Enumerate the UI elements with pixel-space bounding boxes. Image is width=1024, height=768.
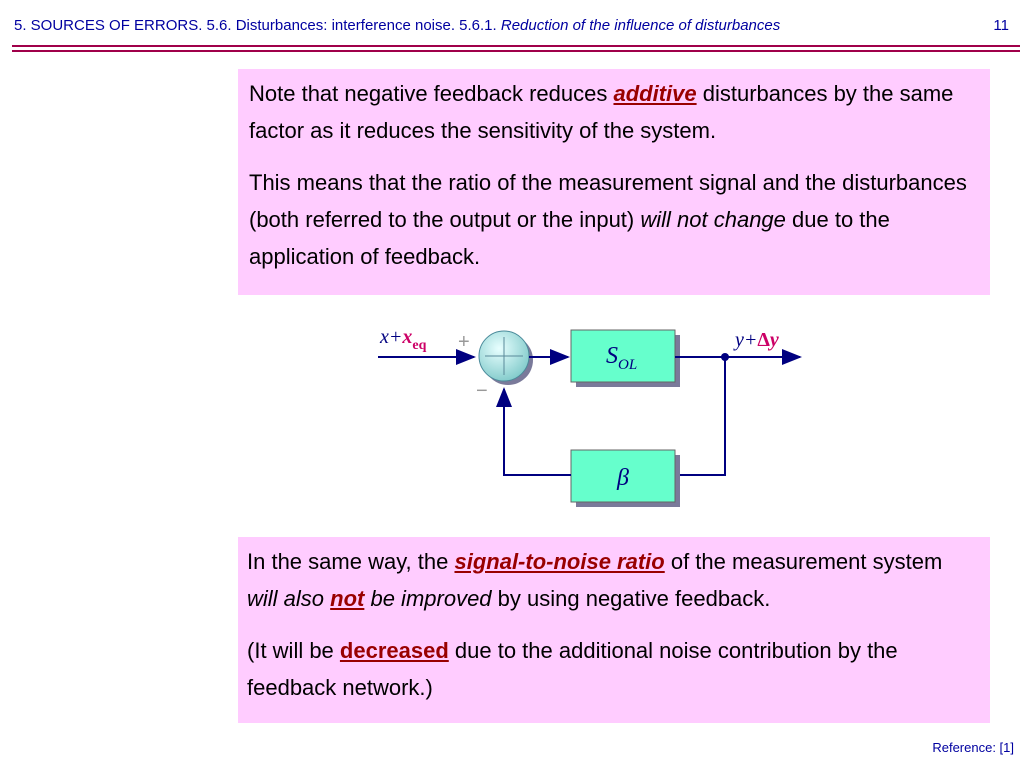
emphasis-not: not <box>330 586 365 611</box>
header-rule-top <box>12 45 1020 47</box>
input-label: x+xeq <box>379 326 427 353</box>
emphasis-additive: additive <box>613 81 697 106</box>
note-box: Note that negative feedback reduces addi… <box>238 69 990 295</box>
forward-block-label: SOL <box>606 343 637 373</box>
note-paragraph-1: Note that negative feedback reduces addi… <box>249 75 978 149</box>
feedback-block-beta <box>570 449 676 503</box>
text-run: disturbances by the same factor as it re… <box>249 81 954 143</box>
emphasis-snr: signal-to-noise ratio <box>454 549 665 574</box>
plus-sign: + <box>458 331 470 353</box>
breadcrumb: 5. SOURCES OF ERRORS. 5.6. Disturbances:… <box>14 17 501 34</box>
snr-paragraph-1: In the same way, the signal-to-noise rat… <box>247 543 978 617</box>
minus-sign: − <box>476 380 488 402</box>
emphasis-be-improved: be improved <box>364 586 492 611</box>
text-run: (It will be <box>247 638 340 663</box>
emphasis-will-also: will also <box>247 586 325 611</box>
text-run: due to the additional noise contribution… <box>247 638 898 700</box>
emphasis-decreased: decreased <box>339 638 449 663</box>
reference-note: Reference: [1] <box>932 740 1014 755</box>
text-run: by using negative feedback. <box>491 586 771 611</box>
snr-paragraph-2: (It will be decreased due to the additio… <box>247 632 978 706</box>
output-label: y+Δy <box>733 329 779 351</box>
note-paragraph-2: This means that the ratio of the measure… <box>249 164 978 275</box>
breadcrumb-current: Reduction of the influence of disturbanc… <box>500 17 781 34</box>
page-number: 11 <box>993 17 1009 34</box>
feedback-path-right <box>675 357 726 476</box>
text-run: Note that negative feedback reduces <box>249 81 614 106</box>
snr-box: In the same way, the signal-to-noise rat… <box>238 537 990 723</box>
feedback-path-left <box>496 387 571 476</box>
feedback-block-diagram: x+xeq + − SOL y+Δy β <box>378 326 802 507</box>
text-run: due to the application of feedback. <box>249 207 890 269</box>
text-run: This means that the ratio of the measure… <box>249 170 967 232</box>
header-rule-bottom <box>12 50 1020 52</box>
emphasis-will-not-change: will not change <box>640 207 786 232</box>
forward-block-sol <box>570 329 676 383</box>
text-run: of the measurement system <box>664 549 943 574</box>
slide-header: 5. SOURCES OF ERRORS. 5.6. Disturbances:… <box>14 17 1009 34</box>
text-run: In the same way, the <box>247 549 455 574</box>
feedback-block-label: β <box>616 465 629 491</box>
